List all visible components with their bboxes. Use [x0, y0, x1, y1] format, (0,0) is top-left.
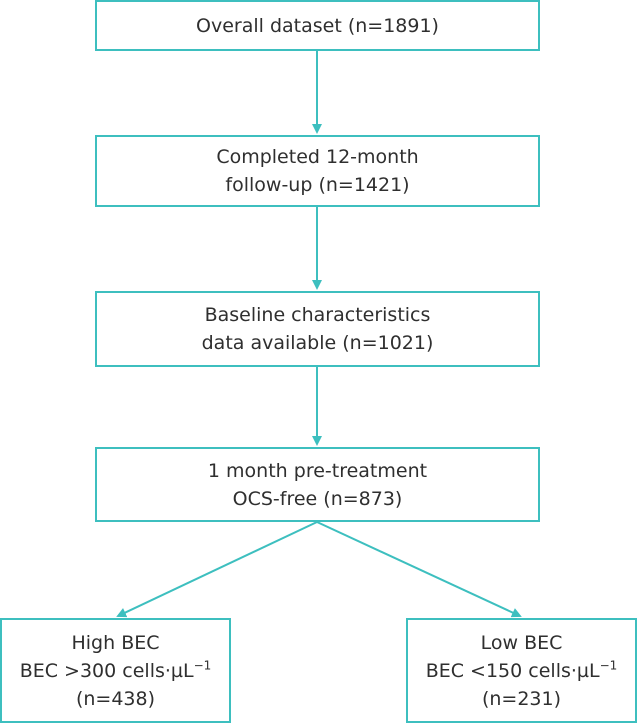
step-baseline-characteristics-line2: data available (n=1021): [201, 332, 434, 354]
group-low-bec-threshold: BEC <150 cells·µL−1: [426, 657, 618, 685]
group-low-bec-count: (n=231): [481, 687, 562, 710]
step-completed-follow-up-line1: Completed 12-month: [216, 146, 419, 168]
step-completed-follow-up-line2: follow-up (n=1421): [225, 174, 410, 196]
group-low-bec-threshold-text: BEC <150 cells·µL: [425, 659, 600, 682]
group-high-bec-title: High BEC: [71, 631, 160, 654]
step-ocs-free-line2: OCS-free (n=873): [232, 487, 403, 510]
group-high-bec-threshold-text: BEC >300 cells·µL: [19, 659, 194, 682]
group-high-bec: High BEC BEC >300 cells·µL−1 (n=438): [0, 618, 231, 723]
group-high-bec-count: (n=438): [75, 687, 156, 710]
arrow-step4-to-high-bec: [116, 521, 318, 618]
group-low-bec-title: Low BEC: [480, 631, 563, 654]
group-high-bec-threshold-exponent: −1: [193, 658, 212, 673]
step-ocs-free-line1: 1 month pre-treatment: [207, 459, 428, 482]
step-overall-dataset-line1: Overall dataset (n=1891): [196, 14, 439, 37]
step-baseline-characteristics: Baseline characteristics data available …: [95, 291, 540, 367]
arrow-step4-to-low-bec: [316, 521, 522, 618]
group-low-bec: Low BEC BEC <150 cells·µL−1 (n=231): [406, 618, 637, 723]
step-baseline-characteristics-line1: Baseline characteristics: [204, 304, 431, 326]
group-high-bec-threshold: BEC >300 cells·µL−1: [20, 657, 212, 685]
group-low-bec-threshold-exponent: −1: [599, 658, 618, 673]
step-completed-follow-up: Completed 12-month follow-up (n=1421): [95, 135, 540, 207]
step-ocs-free: 1 month pre-treatment OCS-free (n=873): [95, 447, 540, 522]
step-overall-dataset: Overall dataset (n=1891): [95, 0, 540, 51]
